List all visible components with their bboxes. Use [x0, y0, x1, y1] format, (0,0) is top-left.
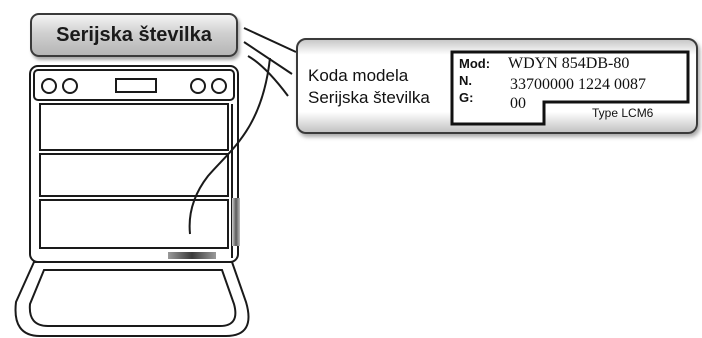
- model-code-label: Koda modela: [308, 66, 409, 85]
- display-window: [115, 78, 157, 93]
- serial-number-label: Serijska številka: [308, 88, 430, 107]
- knob-right-1: [190, 78, 206, 94]
- rating-plate-callout: Koda modela Serijska številka Mod: WDYN …: [296, 38, 698, 134]
- open-door: [14, 261, 250, 337]
- appliance-frame: [29, 65, 239, 263]
- mod-key: Mod:: [459, 56, 491, 71]
- knob-left-2: [62, 78, 78, 94]
- knob-right-2: [211, 78, 227, 94]
- pointer-line-top: [243, 27, 297, 53]
- dishwasher-body: [14, 65, 250, 337]
- n-key: N.: [459, 73, 472, 88]
- panel-bottom: [39, 199, 229, 249]
- control-panel: [33, 69, 235, 101]
- side-strip: [232, 198, 240, 246]
- serial-number-title-badge: Serijska številka: [30, 13, 238, 57]
- mod-value: WDYN 854DB-80: [508, 55, 630, 72]
- pointer-curve-to-label: [188, 57, 271, 235]
- g-key: G:: [459, 90, 474, 105]
- panel-middle: [39, 153, 229, 197]
- panel-top: [39, 103, 229, 151]
- title-text: Serijska številka: [56, 23, 212, 46]
- rating-plate-outline: [450, 50, 690, 126]
- n-value: 33700000 1224 0087: [510, 76, 646, 93]
- pointer-line-middle: [243, 41, 293, 75]
- knob-left-1: [41, 78, 57, 94]
- open-door-inner: [28, 269, 237, 327]
- type-label: Type LCM6: [592, 106, 654, 120]
- g-value: 00: [510, 95, 526, 112]
- serial-label-location-icon: [168, 252, 216, 259]
